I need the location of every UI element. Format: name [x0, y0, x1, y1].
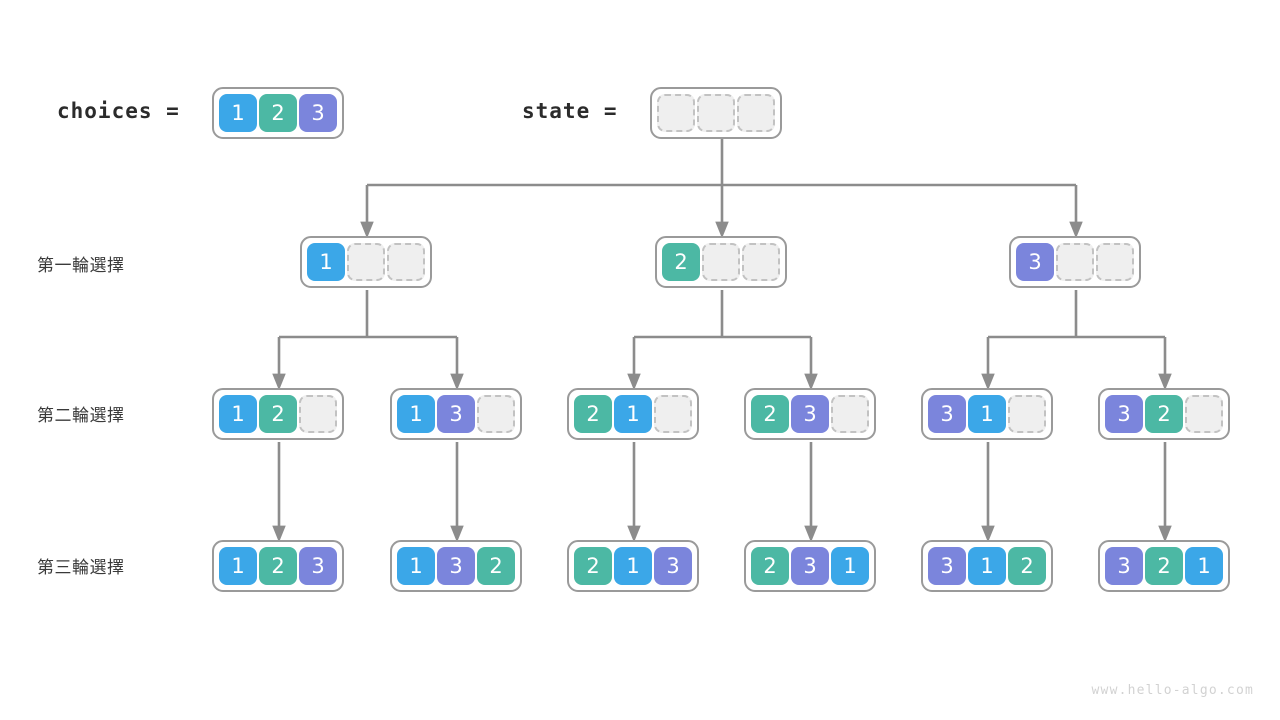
- array-cell-filled: 3: [437, 547, 475, 585]
- array-cell-empty: [477, 395, 515, 433]
- array-cell-filled: 2: [662, 243, 700, 281]
- state-label: state =: [522, 99, 618, 123]
- array-cell-filled: 2: [259, 94, 297, 132]
- array-cell-filled: 3: [1105, 395, 1143, 433]
- state-array: [650, 87, 782, 139]
- array-cell-filled: 2: [1008, 547, 1046, 585]
- row-label-round-1: 第一輪選擇: [37, 256, 125, 276]
- array-cell-filled: 3: [791, 547, 829, 585]
- array-cell-filled: 1: [219, 395, 257, 433]
- array-cell-filled: 2: [751, 395, 789, 433]
- array-cell-filled: 1: [614, 395, 652, 433]
- array-cell-empty: [1185, 395, 1223, 433]
- array-cell-empty: [387, 243, 425, 281]
- array-cell-filled: 3: [299, 94, 337, 132]
- row-label-round-3: 第三輪選擇: [37, 558, 125, 578]
- array-cell-filled: 1: [219, 547, 257, 585]
- array-cell-empty: [742, 243, 780, 281]
- array-cell-filled: 3: [1105, 547, 1143, 585]
- tree-node-round-1-3: 3: [1009, 236, 1141, 288]
- array-cell-filled: 2: [259, 395, 297, 433]
- array-cell-empty: [737, 94, 775, 132]
- array-cell-filled: 3: [928, 547, 966, 585]
- tree-node-round-1-1: 1: [300, 236, 432, 288]
- array-cell-filled: 2: [259, 547, 297, 585]
- array-cell-empty: [654, 395, 692, 433]
- array-cell-filled: 2: [477, 547, 515, 585]
- array-cell-filled: 1: [1185, 547, 1223, 585]
- array-cell-empty: [299, 395, 337, 433]
- array-cell-filled: 2: [574, 395, 612, 433]
- array-cell-filled: 3: [437, 395, 475, 433]
- array-cell-empty: [697, 94, 735, 132]
- array-cell-filled: 1: [968, 395, 1006, 433]
- array-cell-filled: 3: [791, 395, 829, 433]
- array-cell-filled: 1: [307, 243, 345, 281]
- array-cell-empty: [1096, 243, 1134, 281]
- array-cell-filled: 1: [831, 547, 869, 585]
- array-cell-empty: [702, 243, 740, 281]
- array-cell-empty: [1008, 395, 1046, 433]
- array-cell-filled: 3: [654, 547, 692, 585]
- array-cell-filled: 3: [1016, 243, 1054, 281]
- array-cell-empty: [831, 395, 869, 433]
- array-cell-filled: 2: [1145, 547, 1183, 585]
- array-cell-filled: 2: [574, 547, 612, 585]
- array-cell-empty: [657, 94, 695, 132]
- array-cell-filled: 2: [751, 547, 789, 585]
- array-cell-filled: 2: [1145, 395, 1183, 433]
- array-cell-filled: 1: [614, 547, 652, 585]
- array-cell-empty: [347, 243, 385, 281]
- row-label-round-2: 第二輪選擇: [37, 406, 125, 426]
- array-cell-filled: 1: [968, 547, 1006, 585]
- array-cell-empty: [1056, 243, 1094, 281]
- site-watermark: www.hello-algo.com: [1091, 683, 1254, 698]
- array-cell-filled: 3: [928, 395, 966, 433]
- array-cell-filled: 3: [299, 547, 337, 585]
- choices-label: choices =: [57, 99, 180, 123]
- array-cell-filled: 1: [219, 94, 257, 132]
- array-cell-filled: 1: [397, 395, 435, 433]
- array-cell-filled: 1: [397, 547, 435, 585]
- tree-node-round-1-2: 2: [655, 236, 787, 288]
